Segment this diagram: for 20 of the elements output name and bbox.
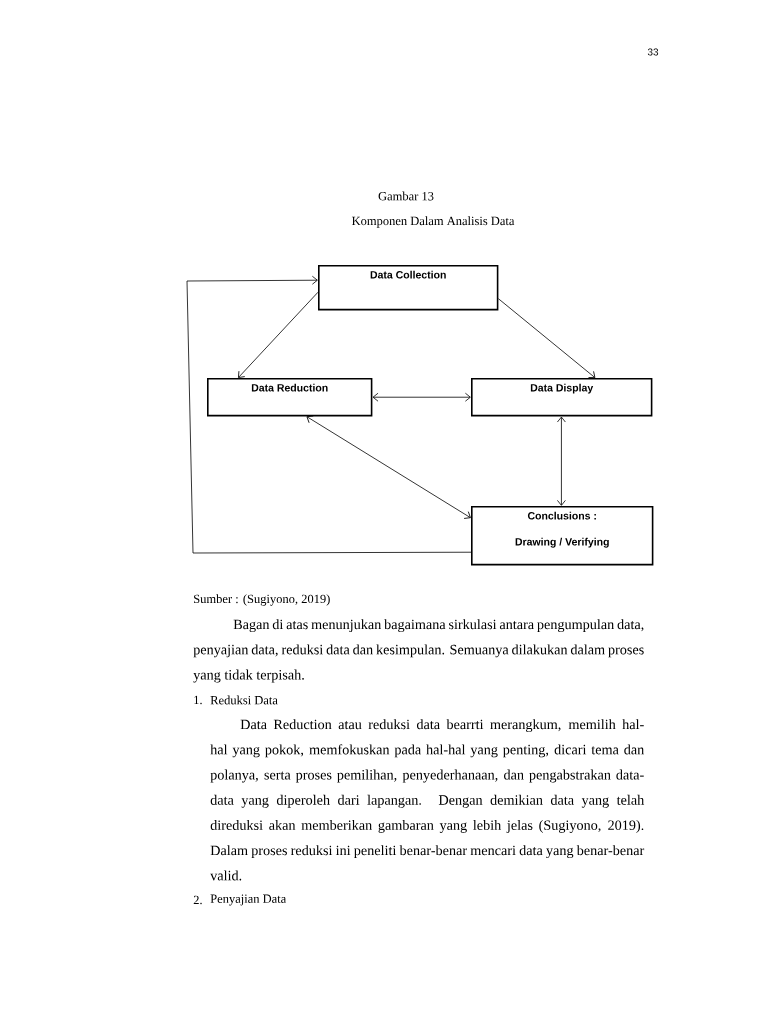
list-number: 1. [194,695,202,705]
arrow [306,415,471,519]
process-box: Conclusions : Drawing / Verifying [471,506,654,566]
figure-title: Komponen Dalam Analisis Data [351,216,515,228]
process-box: Data Reduction [207,378,373,417]
source-note: Sumber : (Sugiyono, 2019) [194,594,330,606]
page-number: 33 [647,48,659,56]
section-heading: Penyajian Data [210,894,287,906]
process-box: Data Display [471,378,653,417]
arrow [557,416,566,506]
arrow [372,392,471,402]
list-number: 2. [193,895,202,905]
process-box: Data Collection [318,265,499,311]
arrow [186,275,472,554]
arrow [498,298,596,378]
paragraph: Data Reduction atau reduksi data bearrti merangkum, memilih hal-hal yang pokok, memfokuskan pada hal-hal yang penting, dicari tema dan polanya, serta proses pemilihan, penyederhanaan, dan pengabstrakan data-data yang diperoleh dari lapangan. Dengan demikian data yang telah direduksi akan memberikan gambaran yang lebih jelas (Sugiyono, 2019). Dalam proses reduksi ini peneliti benar-benar mencari data yang benar-benar valid. [210,719,645,881]
paragraph: Bagan di atas menunjukan bagaimana sirkulasi antara pengumpulan data, penyajian data, reduksi data dan kesimpulan. Semuanya dilakukan dalam proses yang tidak terpisah. [193,619,644,683]
figure-label: Gambar 13 [378,191,434,201]
arrow [238,291,319,378]
section-heading: Reduksi Data [210,695,278,705]
